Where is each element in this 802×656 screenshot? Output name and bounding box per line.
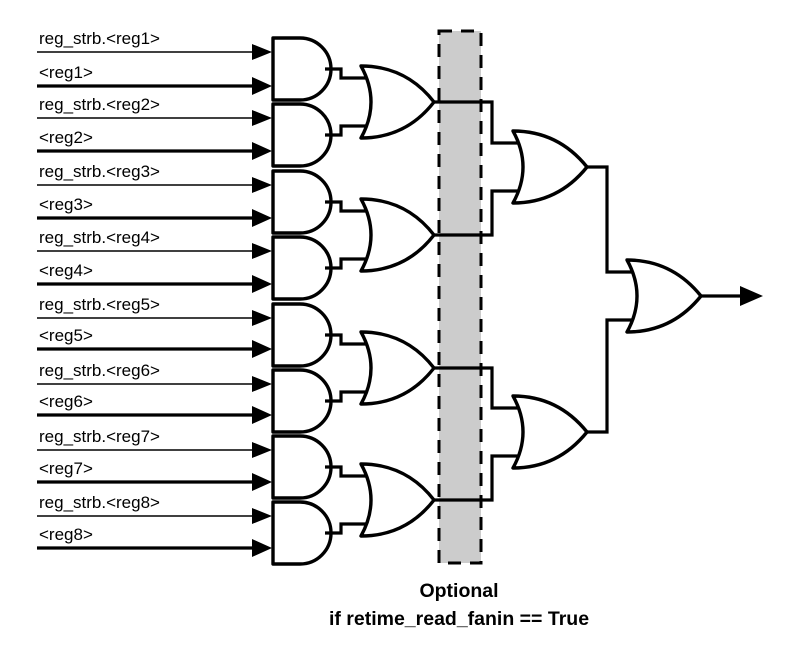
wire-retime3-to-or6: [481, 366, 518, 410]
wire-retime2-to-or5: [481, 189, 518, 237]
or-gate-stage1-3: [359, 330, 436, 406]
and-gate-5: [271, 302, 333, 368]
arrowhead-data-6: [252, 406, 272, 424]
retime-region-box: [437, 29, 483, 565]
input-label-reg-strb-8: reg_strb.<reg8>: [39, 493, 160, 512]
input-label-reg-8: <reg8>: [39, 525, 93, 544]
wire-and4-to-or2: [325, 257, 366, 270]
arrowhead-data-7: [252, 473, 272, 491]
input-group-reg1: reg_strb.<reg1> <reg1>: [37, 29, 272, 95]
wire-and5-to-or3: [325, 333, 366, 346]
input-label-reg-3: <reg3>: [39, 195, 93, 214]
arrowhead-data-4: [252, 275, 272, 293]
or-gate-stage2-2: [511, 394, 589, 470]
caption-line-condition: if retime_read_fanin == True: [329, 608, 589, 630]
wire-and1-to-or1: [325, 67, 366, 80]
arrowhead-strb-1: [252, 44, 272, 60]
arrowhead-data-8: [252, 539, 272, 557]
input-label-reg-2: <reg2>: [39, 128, 93, 147]
arrowhead-strb-6: [252, 376, 272, 392]
input-group-reg3: reg_strb.<reg3> <reg3>: [37, 162, 272, 227]
arrowhead-strb-2: [252, 110, 272, 126]
arrowhead-data-5: [252, 340, 272, 358]
wire-and8-to-or4: [325, 522, 366, 535]
input-label-reg-strb-4: reg_strb.<reg4>: [39, 228, 160, 247]
arrowhead-data-1: [252, 77, 272, 95]
wire-and6-to-or3: [325, 390, 366, 403]
or-gate-stage1-1: [359, 64, 436, 140]
or-gate-stage2-1: [511, 129, 589, 205]
input-label-reg-strb-1: reg_strb.<reg1>: [39, 29, 160, 48]
wire-and3-to-or2: [325, 200, 366, 213]
arrowhead-data-2: [252, 142, 272, 160]
wire-or6-to-final: [587, 318, 632, 434]
arrowhead-strb-5: [252, 310, 272, 326]
input-label-reg-strb-5: reg_strb.<reg5>: [39, 295, 160, 314]
input-label-reg-6: <reg6>: [39, 392, 93, 411]
input-label-reg-strb-6: reg_strb.<reg6>: [39, 361, 160, 380]
and-gate-4: [271, 235, 333, 301]
input-group-reg6: reg_strb.<reg6> <reg6>: [37, 361, 272, 424]
and-gate-1: [271, 36, 333, 102]
caption-line-optional: Optional: [419, 580, 498, 602]
input-label-reg-1: <reg1>: [39, 63, 93, 82]
input-label-reg-7: <reg7>: [39, 459, 93, 478]
and-gate-7: [271, 434, 333, 500]
wire-retime1-to-or5: [481, 100, 518, 145]
input-group-reg7: reg_strb.<reg7> <reg7>: [37, 427, 272, 491]
arrowhead-strb-3: [252, 177, 272, 193]
input-label-reg-strb-2: reg_strb.<reg2>: [39, 95, 160, 114]
input-label-reg-strb-7: reg_strb.<reg7>: [39, 427, 160, 446]
input-group-reg4: reg_strb.<reg4> <reg4>: [37, 228, 272, 293]
input-label-reg-strb-3: reg_strb.<reg3>: [39, 162, 160, 181]
wire-or5-to-final: [587, 165, 632, 274]
arrowhead-strb-8: [252, 508, 272, 524]
arrowhead-strb-7: [252, 442, 272, 458]
wire-and7-to-or4: [325, 465, 366, 478]
and-gate-3: [271, 169, 333, 235]
wire-retime4-to-or6: [481, 454, 518, 502]
arrowhead-output: [740, 286, 763, 306]
input-group-reg2: reg_strb.<reg2> <reg2>: [37, 95, 272, 160]
arrowhead-data-3: [252, 209, 272, 227]
input-label-reg-5: <reg5>: [39, 326, 93, 345]
input-group-reg8: reg_strb.<reg8> <reg8>: [37, 493, 272, 557]
and-gate-2: [271, 102, 333, 168]
input-group-reg5: reg_strb.<reg5> <reg5>: [37, 295, 272, 358]
and-gate-8: [271, 500, 333, 566]
input-label-reg-4: <reg4>: [39, 261, 93, 280]
arrowhead-strb-4: [252, 243, 272, 259]
or-gate-stage1-2: [359, 197, 436, 273]
and-gate-6: [271, 368, 333, 434]
wire-and2-to-or1: [325, 124, 366, 137]
or-gate-stage1-4: [359, 462, 436, 538]
or-gate-output: [625, 258, 703, 334]
